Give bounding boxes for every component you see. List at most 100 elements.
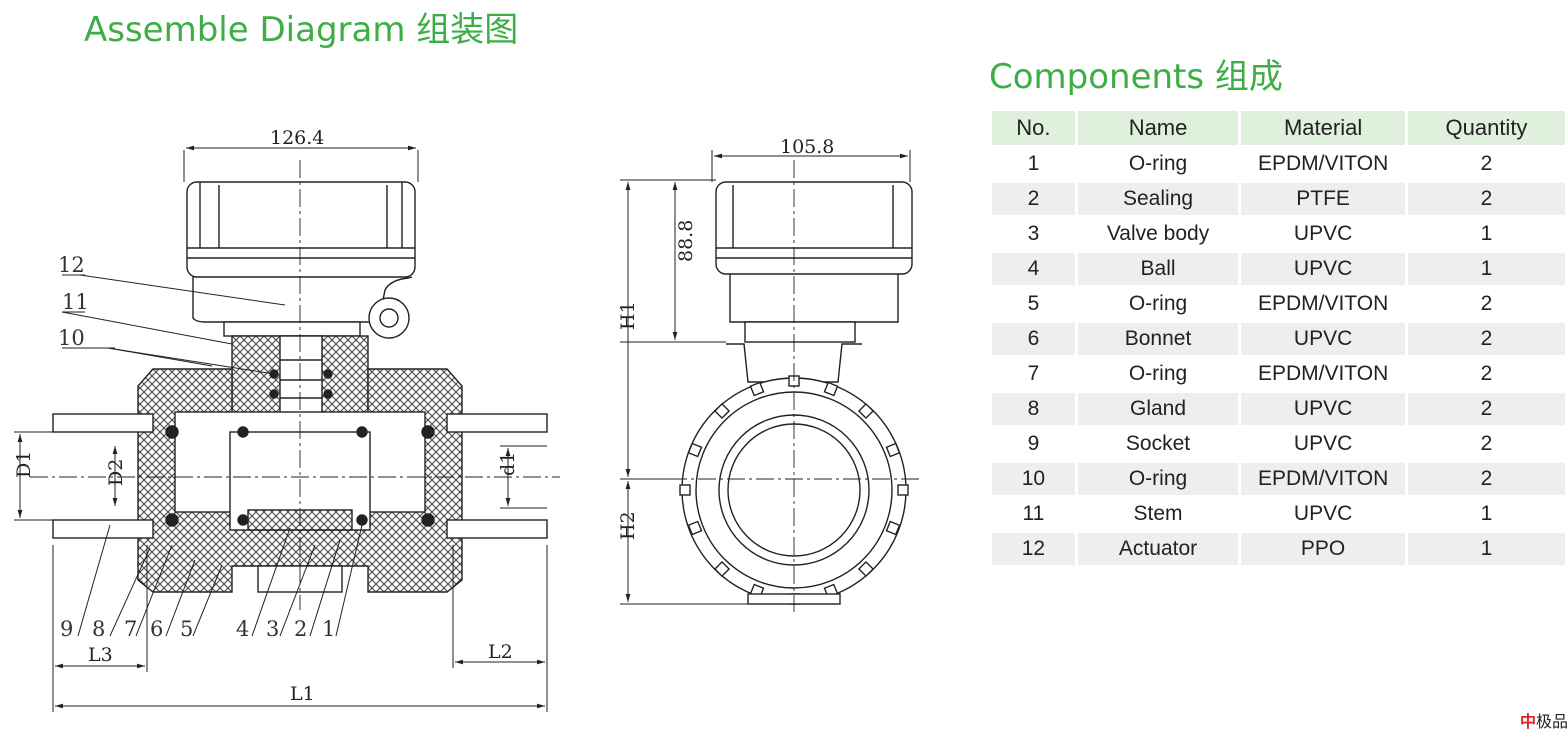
dim-d1-outer: D1 [13,451,35,478]
part-label-3: 3 [266,617,279,641]
cell-quantity: 2 [1407,183,1565,215]
dim-l3: L3 [88,644,113,666]
cell-material: UPVC [1293,222,1353,245]
cell-no: 9 [1027,432,1040,455]
header-quantity: Quantity [1407,111,1565,145]
dim-l2: L2 [488,641,513,663]
table-row: 9 Socket UPVC 2 [992,428,1565,460]
part-label-1: 1 [322,617,335,641]
cell-material: UPVC [1241,393,1405,425]
cell-quantity: 2 [1407,393,1565,425]
cell-no: 1 [1027,152,1040,175]
cell-material: UPVC [1293,502,1353,525]
part-label-12: 12 [58,253,85,277]
manual-override-knob [368,297,410,339]
cell-no: 12 [992,533,1075,565]
cell-no: 3 [1027,222,1040,245]
cell-material: EPDM/VITON [1241,463,1405,495]
cell-name: Socket [1125,432,1191,455]
table-header-row: No. Name Material Quantity [992,111,1565,145]
cell-quantity: 2 [1407,463,1565,495]
cell-quantity: 2 [1480,292,1493,315]
watermark: 中极品 [1520,708,1568,732]
cell-material: PPO [1241,533,1405,565]
cell-material: UPVC [1241,323,1405,355]
cell-no: 4 [992,253,1075,285]
table-row: 7 O-ring EPDM/VITON 2 [992,358,1565,390]
dim-h2: H2 [617,511,639,540]
part-label-7: 7 [124,617,137,641]
cell-name: Bonnet [1077,323,1239,355]
table-row: 3 Valve body UPVC 1 [992,218,1565,250]
cell-name: Sealing [1077,183,1239,215]
cell-quantity: 1 [1407,253,1565,285]
cell-no: 8 [992,393,1075,425]
cell-name: O-ring [1128,152,1188,175]
cell-quantity: 2 [1407,323,1565,355]
part-label-10: 10 [58,326,85,350]
part-label-2: 2 [294,617,307,641]
cell-name: Stem [1133,502,1183,525]
dim-l1: L1 [290,683,315,705]
cell-material: UPVC [1293,432,1353,455]
part-label-6: 6 [150,617,163,641]
cell-no: 11 [1022,502,1045,525]
part-label-11: 11 [62,290,89,314]
part-label-9: 9 [60,617,73,641]
cell-no: 5 [1027,292,1040,315]
part-label-5: 5 [180,617,193,641]
dim-d1-inner: d1 [497,452,519,476]
cell-name: O-ring [1128,292,1188,315]
table-row: 11 Stem UPVC 1 [992,498,1565,530]
dim-width-side: 105.8 [780,136,834,158]
cell-no: 10 [992,463,1075,495]
cell-name: O-ring [1128,362,1188,385]
header-material: Material [1241,111,1405,145]
cell-name: Valve body [1106,222,1210,245]
side-view [640,160,920,612]
dim-d2: D2 [105,459,127,486]
cell-material: PTFE [1241,183,1405,215]
side-actuator-housing [715,181,913,275]
cell-no: 6 [992,323,1075,355]
cell-name: O-ring [1077,463,1239,495]
header-name: Name [1077,111,1239,145]
dim-height-actuator: 88.8 [675,220,697,262]
front-view [30,160,560,610]
assemble-diagram-title: Assemble Diagram 组装图 [84,10,519,50]
components-title: Components 组成 [989,57,1283,97]
header-no: No. [992,111,1075,145]
cell-quantity: 2 [1480,152,1493,175]
cell-material: EPDM/VITON [1257,152,1389,175]
cell-name: Ball [1077,253,1239,285]
cell-quantity: 1 [1480,222,1493,245]
dim-width-front: 126.4 [270,127,324,149]
part-label-4: 4 [236,617,249,641]
cell-quantity: 2 [1480,432,1493,455]
assembly-drawing: 126.4 L1 L3 L2 D1 D2 d1 12 11 10 9 8 7 6… [13,127,920,712]
cell-no: 7 [1027,362,1040,385]
cell-quantity: 1 [1407,533,1565,565]
table-row: 1 O-ring EPDM/VITON 2 [992,148,1565,180]
table-row: 5 O-ring EPDM/VITON 2 [992,288,1565,320]
cell-material: UPVC [1241,253,1405,285]
watermark-text: 极品 [1535,712,1568,731]
cell-name: Actuator [1077,533,1239,565]
cell-quantity: 2 [1480,362,1493,385]
actuator-housing [186,181,416,278]
cell-no: 2 [992,183,1075,215]
cell-material: EPDM/VITON [1257,292,1389,315]
cell-quantity: 1 [1480,502,1493,525]
cell-material: EPDM/VITON [1257,362,1389,385]
part-label-8: 8 [92,617,105,641]
watermark-logo-icon: 中 [1519,712,1536,731]
dim-h1: H1 [617,301,639,330]
cell-name: Gland [1077,393,1239,425]
